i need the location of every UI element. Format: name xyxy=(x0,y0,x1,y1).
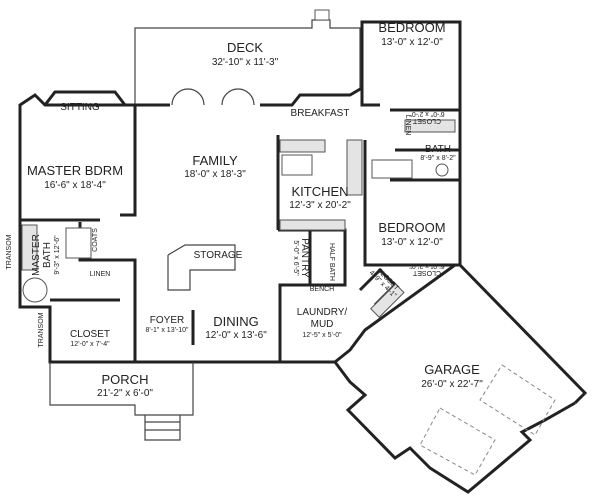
room-label-bench: BENCH xyxy=(310,286,335,293)
deck-doors xyxy=(171,88,255,106)
room-dim-laundry: 12'-5" x 5'-0" xyxy=(302,332,342,339)
room-label-porch: PORCH xyxy=(102,372,149,387)
room-label-kitchen: KITCHEN xyxy=(291,184,348,199)
deck-outline xyxy=(134,9,361,105)
room-label-garage: GARAGE xyxy=(424,362,480,377)
porch-outline xyxy=(49,362,194,441)
room-dim-bedroom-lower: 13'-0" x 12'-0" xyxy=(381,237,443,248)
room-label-laundry: LAUNDRY/ xyxy=(297,307,348,318)
room-label-dining: DINING xyxy=(213,314,259,329)
room-dim-pantry: 5'-0" x 6'-5" xyxy=(292,240,299,276)
room-label-bedroom-lower: BEDROOM xyxy=(378,220,445,235)
room-label-linen-upper: LINEN xyxy=(404,115,411,136)
garage-parking xyxy=(419,364,556,476)
room-dim-bath: 8'-9" x 8'-2" xyxy=(420,155,456,162)
room-dim-kitchen: 12'-3" x 20'-2" xyxy=(289,200,351,211)
room-label-half-bath: HALF BATH xyxy=(328,243,335,281)
room-dim-master-bath: 9'-3" x 12'-6" xyxy=(54,235,61,275)
room-dim-bedroom-upper: 13'-0" x 12'-0" xyxy=(381,37,443,48)
room-label-family: FAMILY xyxy=(192,153,238,168)
room-dim-closet-upper: 6'-0" x 2'-0" xyxy=(409,110,445,117)
room-dim-foyer: 8'-1" x 13'-10" xyxy=(145,327,189,334)
room-label-master-bath: MASTER xyxy=(31,234,42,276)
room-label-foyer: FOYER xyxy=(150,315,184,326)
room-dim-garage: 26'-0" x 22'-7" xyxy=(421,379,483,390)
room-dim-dining: 12'-0" x 13'-6" xyxy=(205,330,267,341)
fixtures xyxy=(21,119,456,318)
room-label-closet-master: CLOSET xyxy=(70,329,110,340)
exterior-walls xyxy=(18,20,588,494)
room-dim-closet-master: 12'-0" x 7'-4" xyxy=(70,341,110,348)
room-label-master-bdrm: MASTER BDRM xyxy=(27,163,123,178)
room-label-deck: DECK xyxy=(227,40,263,55)
room-dim-master-bdrm: 16'-6" x 18'-4" xyxy=(44,180,106,191)
room-dim-porch: 21'-2" x 6'-0" xyxy=(97,388,153,399)
room-dim-deck: 32'-10" x 11'-3" xyxy=(212,57,279,68)
room-label-closet-lower: CLOSET xyxy=(412,269,441,276)
label-transom-2: TRANSOM xyxy=(38,312,45,347)
room-label-closet-upper: CLOSET xyxy=(412,117,441,124)
room-label-bedroom-upper: BEDROOM xyxy=(378,20,445,35)
room-label-bath: BATH xyxy=(425,144,451,155)
room-label-mud: MUD xyxy=(311,319,334,330)
room-dim-family: 18'-0" x 18'-3" xyxy=(184,169,246,180)
room-label-linen-lower: LINEN xyxy=(90,271,111,278)
room-label-breakfast: BREAKFAST xyxy=(291,108,350,119)
room-label-master-bath-2: BATH xyxy=(42,242,53,268)
room-label-storage: STORAGE xyxy=(194,250,243,261)
room-label-sitting: SITTING xyxy=(60,102,100,113)
room-dim-closet-lower: 6'-0" x 2'-0" xyxy=(409,262,445,269)
room-label-coats: COATS xyxy=(92,228,99,252)
label-transom-1: TRANSOM xyxy=(6,234,13,269)
room-label-pantry: PANTRY xyxy=(299,238,310,278)
